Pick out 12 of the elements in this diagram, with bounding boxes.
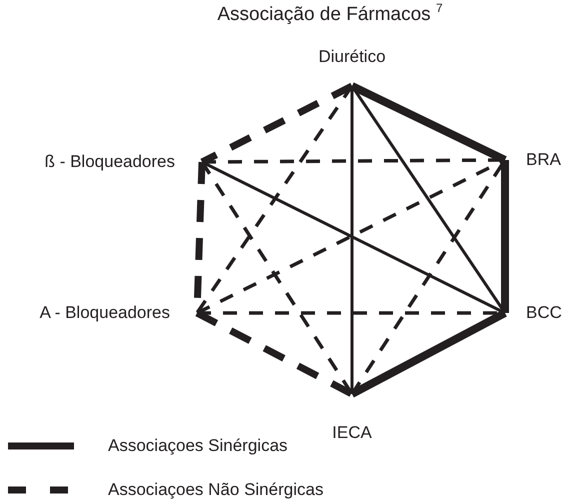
connector-line <box>196 85 354 314</box>
legend-label: Associaçoes Sinérgicas <box>108 436 288 456</box>
connector-line <box>501 160 509 313</box>
node-label: Diurético <box>318 47 386 67</box>
diagram-title: Associação de Fármacos $^{7}$ <box>216 4 444 26</box>
node-label: BRA <box>526 150 561 170</box>
node-label: A - Bloqueadores <box>40 303 170 323</box>
node-label: ß - Bloqueadores <box>44 152 175 172</box>
node-label: BCC <box>526 303 562 323</box>
connector-line <box>350 309 507 398</box>
node-label: IECA <box>332 423 372 443</box>
legend-label: Associaçoes Não Sinérgicas <box>108 480 324 500</box>
